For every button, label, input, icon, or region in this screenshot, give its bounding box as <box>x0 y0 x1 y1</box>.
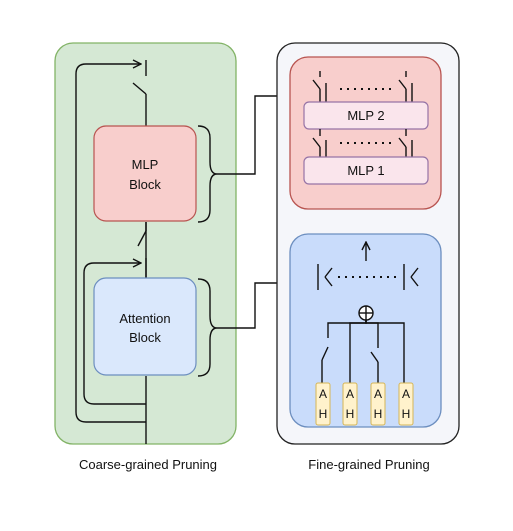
residual-skip-inner <box>83 263 146 405</box>
head-3-label-h: H <box>374 407 383 421</box>
attention-switch-row <box>317 264 419 290</box>
attention-block: Attention Block <box>93 277 197 376</box>
attention-block-label-1: Attention <box>119 311 170 326</box>
attention-block-label-2: Block <box>129 330 161 345</box>
coarse-grained-panel: MLP Block Attention Block <box>54 42 237 445</box>
mlp-layer-2-label: MLP 2 <box>347 108 384 123</box>
mlp-block-label-1: MLP <box>132 157 159 172</box>
coarse-caption: Coarse-grained Pruning <box>79 457 217 472</box>
head-3-label-a: A <box>374 387 382 401</box>
fine-caption: Fine-grained Pruning <box>308 457 429 472</box>
sum-node <box>358 305 374 321</box>
head-2-label-a: A <box>346 387 354 401</box>
mlp-layer-1 <box>303 156 429 185</box>
head-1-label-a: A <box>319 387 327 401</box>
fine-mlp-panel: MLP 2 MLP 1 <box>289 56 442 210</box>
mlp-block: MLP Block <box>93 125 197 222</box>
mlp-block-label-2: Block <box>129 177 161 192</box>
head-1-label-h: H <box>319 407 328 421</box>
attention-head-4: A H <box>398 382 414 426</box>
head-1-switch <box>321 346 329 383</box>
mlp-top-switch-row <box>312 71 413 102</box>
mlp-layer-1-label: MLP 1 <box>347 163 384 178</box>
mlp-middle-switch-row <box>312 129 413 157</box>
attention-to-fine-arrow <box>217 283 287 329</box>
head-connectors <box>327 320 405 383</box>
attention-head-3: A H <box>370 382 386 426</box>
coarse-switch-middle <box>137 222 147 278</box>
residual-skip-outer <box>75 64 146 423</box>
attention-head-1: A H <box>315 382 331 426</box>
coarse-switch-top <box>132 60 147 95</box>
fine-attention-panel: A H A H A H A H <box>289 233 442 428</box>
head-3-switch <box>370 342 379 383</box>
mlp-to-fine-arrow <box>217 96 287 175</box>
head-4-label-a: A <box>402 387 410 401</box>
fine-grained-panel: MLP 2 MLP 1 <box>276 42 460 445</box>
head-4-label-h: H <box>402 407 411 421</box>
attention-head-2: A H <box>342 382 358 426</box>
head-2-label-h: H <box>346 407 355 421</box>
mlp-layer-2 <box>303 101 429 130</box>
